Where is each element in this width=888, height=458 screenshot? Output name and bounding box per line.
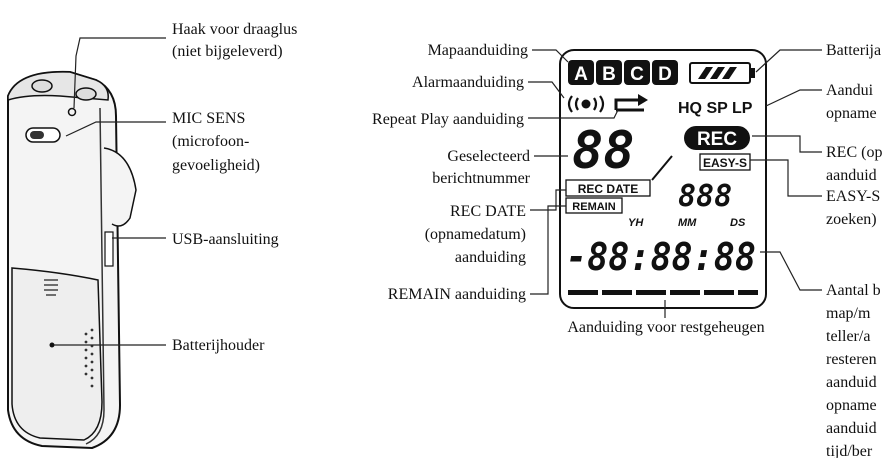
leader-rec: [752, 135, 822, 153]
battery-callout-dot: [49, 342, 55, 348]
label-repeat-play: Repeat Play aanduiding: [372, 111, 524, 128]
leader-mic-sens: [65, 121, 166, 137]
voice-recorder: [7, 70, 137, 450]
recording-mode-indicator: HQ SP LP: [678, 100, 753, 117]
label-easy-line1: EASY-S: [826, 188, 880, 205]
lcd-frame: [559, 49, 767, 309]
leader-battery: [755, 49, 822, 73]
leader-mode: [765, 89, 822, 107]
folder-letter-a: A: [574, 64, 588, 85]
selected-message-number: 88: [572, 121, 635, 181]
repeat-play-icon: [614, 94, 648, 112]
label-usb: USB-aansluiting: [172, 231, 279, 248]
label-mm: MM: [678, 217, 697, 229]
label-count-line1: Aantal b: [826, 282, 881, 299]
leader-alarm: [528, 81, 565, 99]
label-rec-date-line1: REC DATE: [450, 203, 526, 220]
leader-repeat: [528, 109, 619, 119]
label-remain: REMAIN aanduiding: [388, 286, 526, 303]
label-rec-date-line3: aanduiding: [455, 249, 526, 266]
battery-grip-icon: [44, 279, 58, 296]
label-count-line7: aanduid: [826, 420, 877, 437]
label-count-line6: opname: [826, 397, 877, 414]
microphone-left: [31, 79, 53, 93]
label-mic-sens-line3: gevoeligheid): [172, 157, 260, 174]
leader-rec-date: [530, 189, 566, 211]
folder-indicator: A B C D: [568, 60, 678, 85]
lcd-display: A B C D HQ SP LP 88 REC: [559, 49, 767, 309]
battery-cover: [11, 267, 103, 441]
recorder-side-edge: [85, 107, 105, 445]
label-mode-line2: opname: [826, 105, 877, 122]
rec-indicator: REC: [697, 129, 737, 150]
easy-search-indicator: EASY-S: [703, 156, 747, 170]
speaker-grille: [84, 328, 94, 388]
label-ds: DS: [730, 217, 746, 229]
label-folder: Mapaanduiding: [428, 42, 528, 59]
battery-icon: [689, 62, 755, 84]
rec-indicator-bg: [684, 126, 750, 150]
label-rec-line1: REC (op: [826, 144, 882, 161]
label-battery: Batterija: [826, 42, 881, 59]
label-count-line8: tijd/ber: [826, 443, 873, 458]
microphone-right: [75, 87, 97, 101]
usb-connector: [103, 147, 137, 227]
folder-letter-d: D: [658, 64, 672, 85]
strap-hook: [67, 107, 77, 117]
label-easy-line2: zoeken): [826, 211, 877, 228]
label-mic-sens-line2: (microfoon-: [172, 133, 249, 150]
label-count-line3: teller/a: [826, 328, 870, 345]
leader-strap-hook: [73, 37, 166, 109]
label-selected-line1: Geselecteerd: [447, 148, 530, 165]
label-alarm: Alarmaanduiding: [412, 74, 524, 91]
small-counter: 888: [678, 179, 732, 214]
label-selected-line2: berichtnummer: [432, 170, 530, 187]
label-count-line4: resteren: [826, 351, 877, 368]
label-yh: YH: [628, 217, 644, 229]
rec-date-box: [565, 179, 651, 197]
label-battery-holder: Batterijhouder: [172, 337, 265, 354]
remain-indicator: REMAIN: [572, 201, 615, 213]
rec-date-indicator: REC DATE: [578, 182, 638, 196]
label-count-line2: map/m: [826, 305, 871, 322]
usb-port: [104, 231, 114, 267]
leader-easy: [750, 159, 822, 197]
label-strap-hook-line2: (niet bijgeleverd): [172, 43, 283, 60]
mic-sens-knob: [30, 131, 44, 139]
remaining-memory-bar: [568, 290, 758, 295]
label-rec-date-line2: (opnamedatum): [425, 226, 526, 243]
label-rec-line2: aanduid: [826, 167, 877, 184]
label-count-line5: aanduid: [826, 374, 877, 391]
folder-letter-c: C: [630, 64, 644, 85]
label-mic-sens-line1: MIC SENS: [172, 110, 245, 127]
label-remaining-memory: Aanduiding voor restgeheugen: [567, 319, 764, 336]
label-mode-line1: Aandui: [826, 82, 874, 99]
folder-letter-b: B: [602, 64, 616, 85]
rec-date-slash: [651, 155, 673, 181]
leader-folder: [532, 49, 569, 63]
leader-remain: [530, 205, 566, 295]
alarm-icon: [567, 95, 605, 113]
leader-count: [760, 251, 822, 291]
label-strap-hook-line1: Haak voor draaglus: [172, 21, 297, 38]
time-counter-display: -88:88:88: [566, 235, 756, 279]
easy-search-box: [699, 153, 751, 171]
